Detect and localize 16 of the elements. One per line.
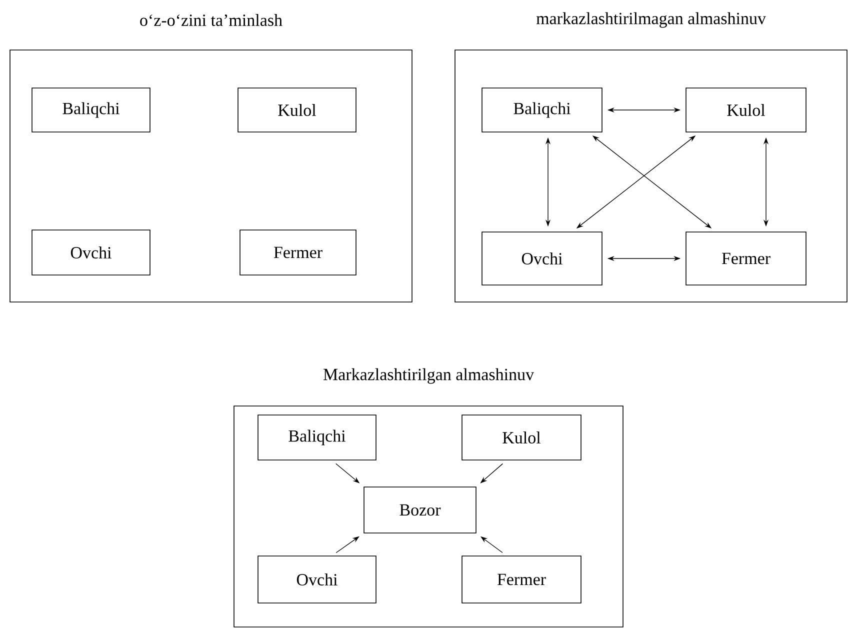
- panel-heading: markazlashtirilmagan almashinuv: [536, 12, 766, 28]
- role-box: Kulol: [462, 414, 582, 460]
- panel-heading: Markazlashtirilgan almashinuv: [323, 368, 534, 384]
- role-box: Fermer: [240, 230, 356, 276]
- panel-heading: o‘z-o‘zini ta’minlash: [140, 14, 282, 26]
- role-box: Ovchi: [482, 232, 602, 286]
- role-box: Fermer: [462, 556, 582, 604]
- role-box: Kulol: [238, 88, 356, 132]
- role-box: Baliqchi: [258, 414, 376, 460]
- role-box: Ovchi: [32, 230, 150, 276]
- role-box: Bozor: [364, 486, 476, 534]
- role-box: Fermer: [686, 232, 806, 286]
- role-box: Ovchi: [258, 556, 376, 604]
- role-box: Baliqchi: [32, 88, 150, 132]
- role-box: Baliqchi: [482, 88, 602, 132]
- role-box: Kulol: [686, 88, 806, 132]
